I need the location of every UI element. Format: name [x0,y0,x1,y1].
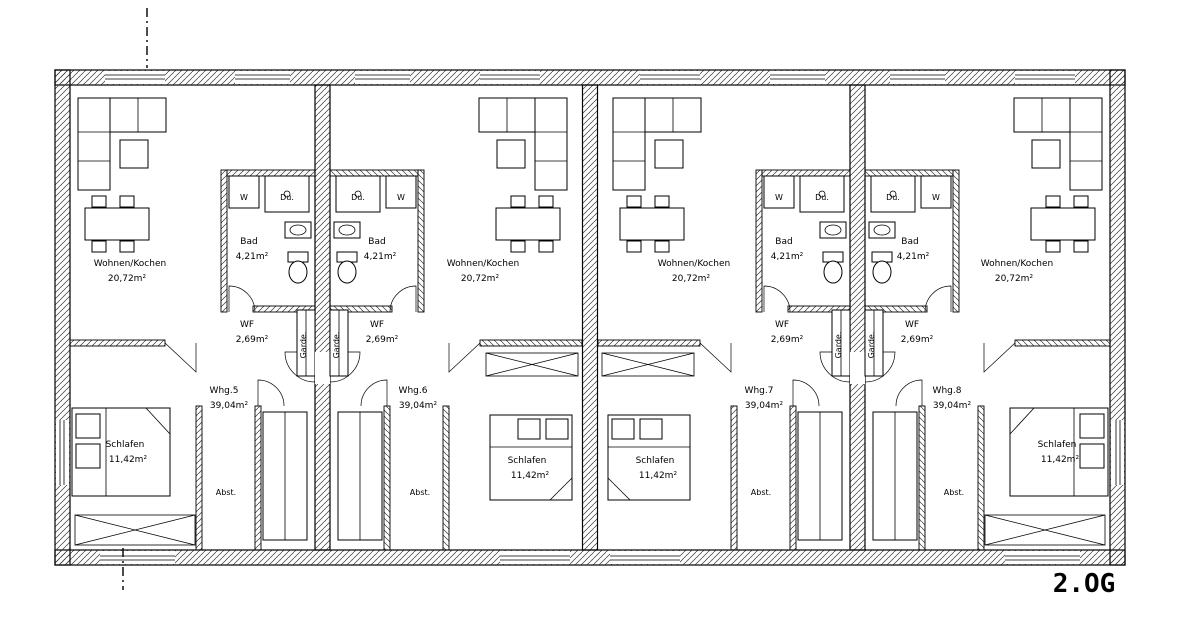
hall-area-label: 2,69m² [901,335,934,345]
storage-label: Abst. [944,488,964,497]
sink [819,221,847,239]
window [56,71,290,564]
interior-walls [69,169,316,551]
unit-number-label: Whg.8 [933,386,962,396]
dining-table [619,195,685,253]
washer-label: W [397,193,405,202]
wardrobe [831,309,851,377]
unit-area-label: 39,04m² [210,401,249,411]
bedroom-area-label: 11,42m² [1041,455,1080,465]
interior-walls [597,169,851,551]
bedroom-area-label: 11,42m² [511,471,550,481]
living-area-label: 20,72m² [672,274,711,284]
unit-number-label: Whg.6 [399,386,428,396]
shower-label: Du. [886,193,900,202]
unit-number-label: Whg.7 [745,386,774,396]
washing-machine [763,175,795,209]
sofa [612,97,702,191]
toilet [287,251,309,284]
hall-area-label: 2,69m² [771,335,804,345]
shower [264,175,310,213]
shower-label: Du. [815,193,829,202]
living-room-label: Wohnen/Kochen [981,259,1053,269]
shower-label: Du. [280,193,294,202]
unit-7-graphics [597,71,865,564]
wardrobe-label: Garde. [299,332,308,359]
living-room-label: Wohnen/Kochen [658,259,730,269]
bedroom-area-label: 11,42m² [639,471,678,481]
bath-label: Bad [901,237,918,247]
unit-5-graphics [56,71,330,564]
sofa [77,97,167,191]
bath-area-label: 4,21m² [897,252,930,262]
labels-unit-7: Wohnen/Kochen 20,72m² W Du. Bad 4,21m² W… [636,193,843,497]
sink [284,221,312,239]
bedroom-area-label: 11,42m² [109,455,148,465]
labels-unit-5: Wohnen/Kochen 20,72m² W Du. Bad 4,21m² W… [94,193,308,497]
hall-label: WF [240,320,254,330]
unit-area-label: 39,04m² [933,401,972,411]
washer-label: W [240,193,248,202]
storage-label: Abst. [216,488,236,497]
bath-label: Bad [775,237,792,247]
hall-label: WF [370,320,384,330]
storage-cupboard [797,411,843,541]
storage-cupboard [262,411,308,541]
hall-label: WF [905,320,919,330]
labels-unit-6: Du. W Bad 4,21m² WF 2,69m² Garde. Whg.6 … [332,193,549,497]
bedroom-label: Schlafen [508,456,547,466]
storage-label: Abst. [410,488,430,497]
hall-area-label: 2,69m² [366,335,399,345]
bedroom-label: Schlafen [636,456,675,466]
terrace-cross-marker [601,352,695,377]
living-area-label: 20,72m² [108,274,147,284]
bath-area-label: 4,21m² [236,252,269,262]
wardrobe-label: Garde. [332,332,341,359]
living-room-label: Wohnen/Kochen [447,259,519,269]
bath-area-label: 4,21m² [364,252,397,262]
living-room-label: Wohnen/Kochen [94,259,166,269]
bedroom-label: Schlafen [106,440,145,450]
bedroom-label: Schlafen [1038,440,1077,450]
bath-label: Bad [240,237,257,247]
section-cut-line [122,8,148,590]
washer-label: W [775,193,783,202]
bath-label: Bad [368,237,385,247]
door-swing [164,285,316,407]
living-area-label: 20,72m² [995,274,1034,284]
dining-table [84,195,150,253]
washer-label: W [932,193,940,202]
hall-area-label: 2,69m² [236,335,269,345]
washing-machine [228,175,260,209]
shower [799,175,845,213]
window [610,71,825,564]
door-swing [699,285,851,407]
bed [607,414,691,501]
wardrobe-label: Garde. [834,332,843,359]
living-area-label: 20,72m² [461,274,500,284]
bed [71,407,171,497]
storage-label: Abst. [751,488,771,497]
wardrobe-label: Garde. [867,332,876,359]
terrace-cross-marker [74,514,196,546]
floor-title: 2.OG [1053,569,1116,599]
labels-unit-8: Du. W Bad 4,21m² WF 2,69m² Garde. Whg.8 … [867,193,1079,497]
unit-number-label: Whg.5 [210,386,239,396]
unit-area-label: 39,04m² [399,401,438,411]
hall-label: WF [775,320,789,330]
unit-area-label: 39,04m² [745,401,784,411]
shower-label: Du. [351,193,365,202]
bath-area-label: 4,21m² [771,252,804,262]
toilet [822,251,844,284]
wardrobe [296,309,316,377]
